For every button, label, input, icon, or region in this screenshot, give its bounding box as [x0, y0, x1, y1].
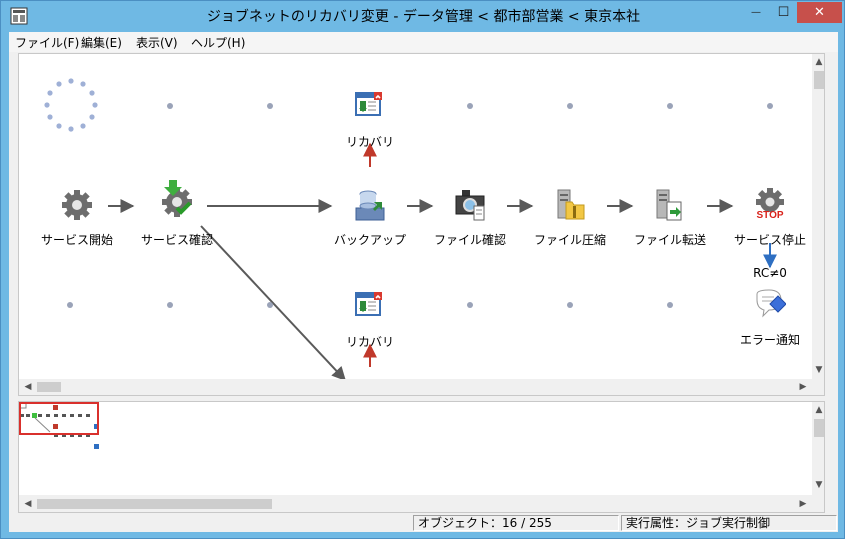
node-label: リカバリ: [345, 335, 394, 349]
database-backup-icon: [355, 190, 385, 221]
node-file-compress[interactable]: ファイル圧縮: [520, 188, 620, 268]
grid-dot[interactable]: [767, 103, 773, 109]
overview-vertical-scrollbar[interactable]: ▲ ▼: [812, 402, 824, 495]
grid-dot[interactable]: [567, 103, 573, 109]
scroll-down-icon[interactable]: ▼: [815, 479, 823, 490]
scroll-right-icon[interactable]: ▶: [799, 498, 807, 509]
scroll-thumb[interactable]: [37, 499, 272, 509]
scroll-thumb[interactable]: [814, 71, 824, 89]
scroll-left-icon[interactable]: ◀: [24, 498, 32, 509]
title-bar[interactable]: ジョブネットのリカバリ変更 - データ管理 < 都市部営業 < 東京本社 — ☐…: [1, 1, 845, 32]
condition-label[interactable]: RC≠0: [753, 266, 787, 280]
gear-check-icon: [162, 180, 192, 217]
flow-connectors: [108, 142, 777, 379]
scroll-thumb[interactable]: [814, 419, 824, 437]
stop-badge: STOP: [756, 210, 783, 221]
maximize-icon: ☐: [777, 5, 790, 20]
scroll-up-icon[interactable]: ▲: [815, 404, 823, 415]
node-label: サービス開始: [40, 233, 113, 247]
recovery-icon: [355, 292, 382, 316]
node-label: サービス停止: [733, 233, 806, 247]
canvas-vertical-scrollbar[interactable]: ▲ ▼: [812, 54, 824, 379]
close-icon: ✕: [814, 5, 825, 20]
node-label: ファイル転送: [633, 233, 706, 247]
node-recovery-bottom[interactable]: リカバリ: [320, 290, 420, 370]
node-backup[interactable]: バックアップ: [320, 188, 420, 268]
node-label: ファイル圧縮: [533, 233, 606, 247]
menu-view[interactable]: 表示(V): [136, 36, 178, 50]
grid-dot[interactable]: [467, 103, 473, 109]
node-label: エラー通知: [739, 333, 800, 347]
grid-dot[interactable]: [667, 103, 673, 109]
scroll-thumb[interactable]: [37, 382, 61, 392]
node-error-notice[interactable]: エラー通知: [720, 288, 820, 368]
recovery-icon: [355, 92, 382, 116]
canvas-horizontal-scrollbar[interactable]: ◀ ▶: [19, 379, 812, 395]
window-title: ジョブネットのリカバリ変更 - データ管理 < 都市部営業 < 東京本社: [206, 9, 641, 25]
grid-dot[interactable]: [567, 302, 573, 308]
scroll-down-icon[interactable]: ▼: [815, 364, 823, 375]
client-area: リカバリ: [9, 52, 838, 532]
node-label: サービス確認: [140, 233, 213, 247]
node-service-stop[interactable]: STOP サービス停止: [720, 188, 820, 268]
gear-icon: [62, 190, 92, 220]
arrow-check-to-lower-branch[interactable]: [200, 225, 346, 379]
loading-spinner-icon: [44, 78, 98, 132]
node-service-start[interactable]: サービス開始: [27, 188, 127, 268]
zip-folder-icon: [557, 189, 585, 220]
menu-edit[interactable]: 編集(E): [81, 36, 122, 50]
menu-bar: ファイル(F) 編集(E) 表示(V) ヘルプ(H): [9, 32, 838, 52]
node-service-check[interactable]: サービス確認: [127, 180, 227, 264]
status-bar: オブジェクト：16 / 255 実行属性：ジョブ実行制御: [9, 513, 838, 532]
node-recovery-top[interactable]: リカバリ: [320, 90, 420, 170]
maximize-button[interactable]: ☐: [770, 2, 797, 23]
minimize-icon: —: [751, 7, 761, 18]
status-objects: オブジェクト：16 / 255: [413, 515, 619, 531]
grid-dot[interactable]: [167, 302, 173, 308]
node-file-transfer[interactable]: ファイル転送: [620, 188, 720, 268]
camera-icon: [455, 190, 485, 221]
overview-pane[interactable]: ▲ ▼ ◀ ▶: [18, 401, 825, 513]
status-exec-attr: 実行属性：ジョブ実行制御: [621, 515, 837, 531]
close-button[interactable]: ✕: [797, 2, 842, 23]
grid-dot[interactable]: [667, 302, 673, 308]
viewport-frame[interactable]: [19, 402, 99, 435]
scroll-right-icon[interactable]: ▶: [799, 381, 807, 392]
scroll-up-icon[interactable]: ▲: [815, 56, 823, 67]
file-transfer-icon: [656, 189, 682, 221]
node-label: ファイル確認: [433, 233, 506, 247]
node-file-check[interactable]: ファイル確認: [420, 188, 520, 268]
menu-file[interactable]: ファイル(F): [15, 36, 80, 50]
node-label: バックアップ: [333, 233, 406, 247]
grid-dot[interactable]: [267, 103, 273, 109]
app-icon[interactable]: [10, 7, 28, 25]
grid-dot[interactable]: [167, 103, 173, 109]
grid-dot[interactable]: [467, 302, 473, 308]
scroll-corner: [812, 495, 824, 512]
menu-help[interactable]: ヘルプ(H): [191, 36, 246, 50]
flow-canvas[interactable]: リカバリ: [18, 53, 825, 396]
minimize-button[interactable]: —: [742, 2, 770, 23]
grid-dot[interactable]: [67, 302, 73, 308]
gear-stop-icon: STOP: [756, 188, 784, 221]
speech-bubble-icon: [756, 289, 786, 318]
scroll-corner: [812, 379, 824, 395]
overview-map[interactable]: [19, 402, 139, 462]
grid-dot[interactable]: [267, 302, 273, 308]
overview-horizontal-scrollbar[interactable]: ◀ ▶: [19, 495, 812, 512]
scroll-left-icon[interactable]: ◀: [24, 381, 32, 392]
node-label: リカバリ: [345, 135, 394, 149]
